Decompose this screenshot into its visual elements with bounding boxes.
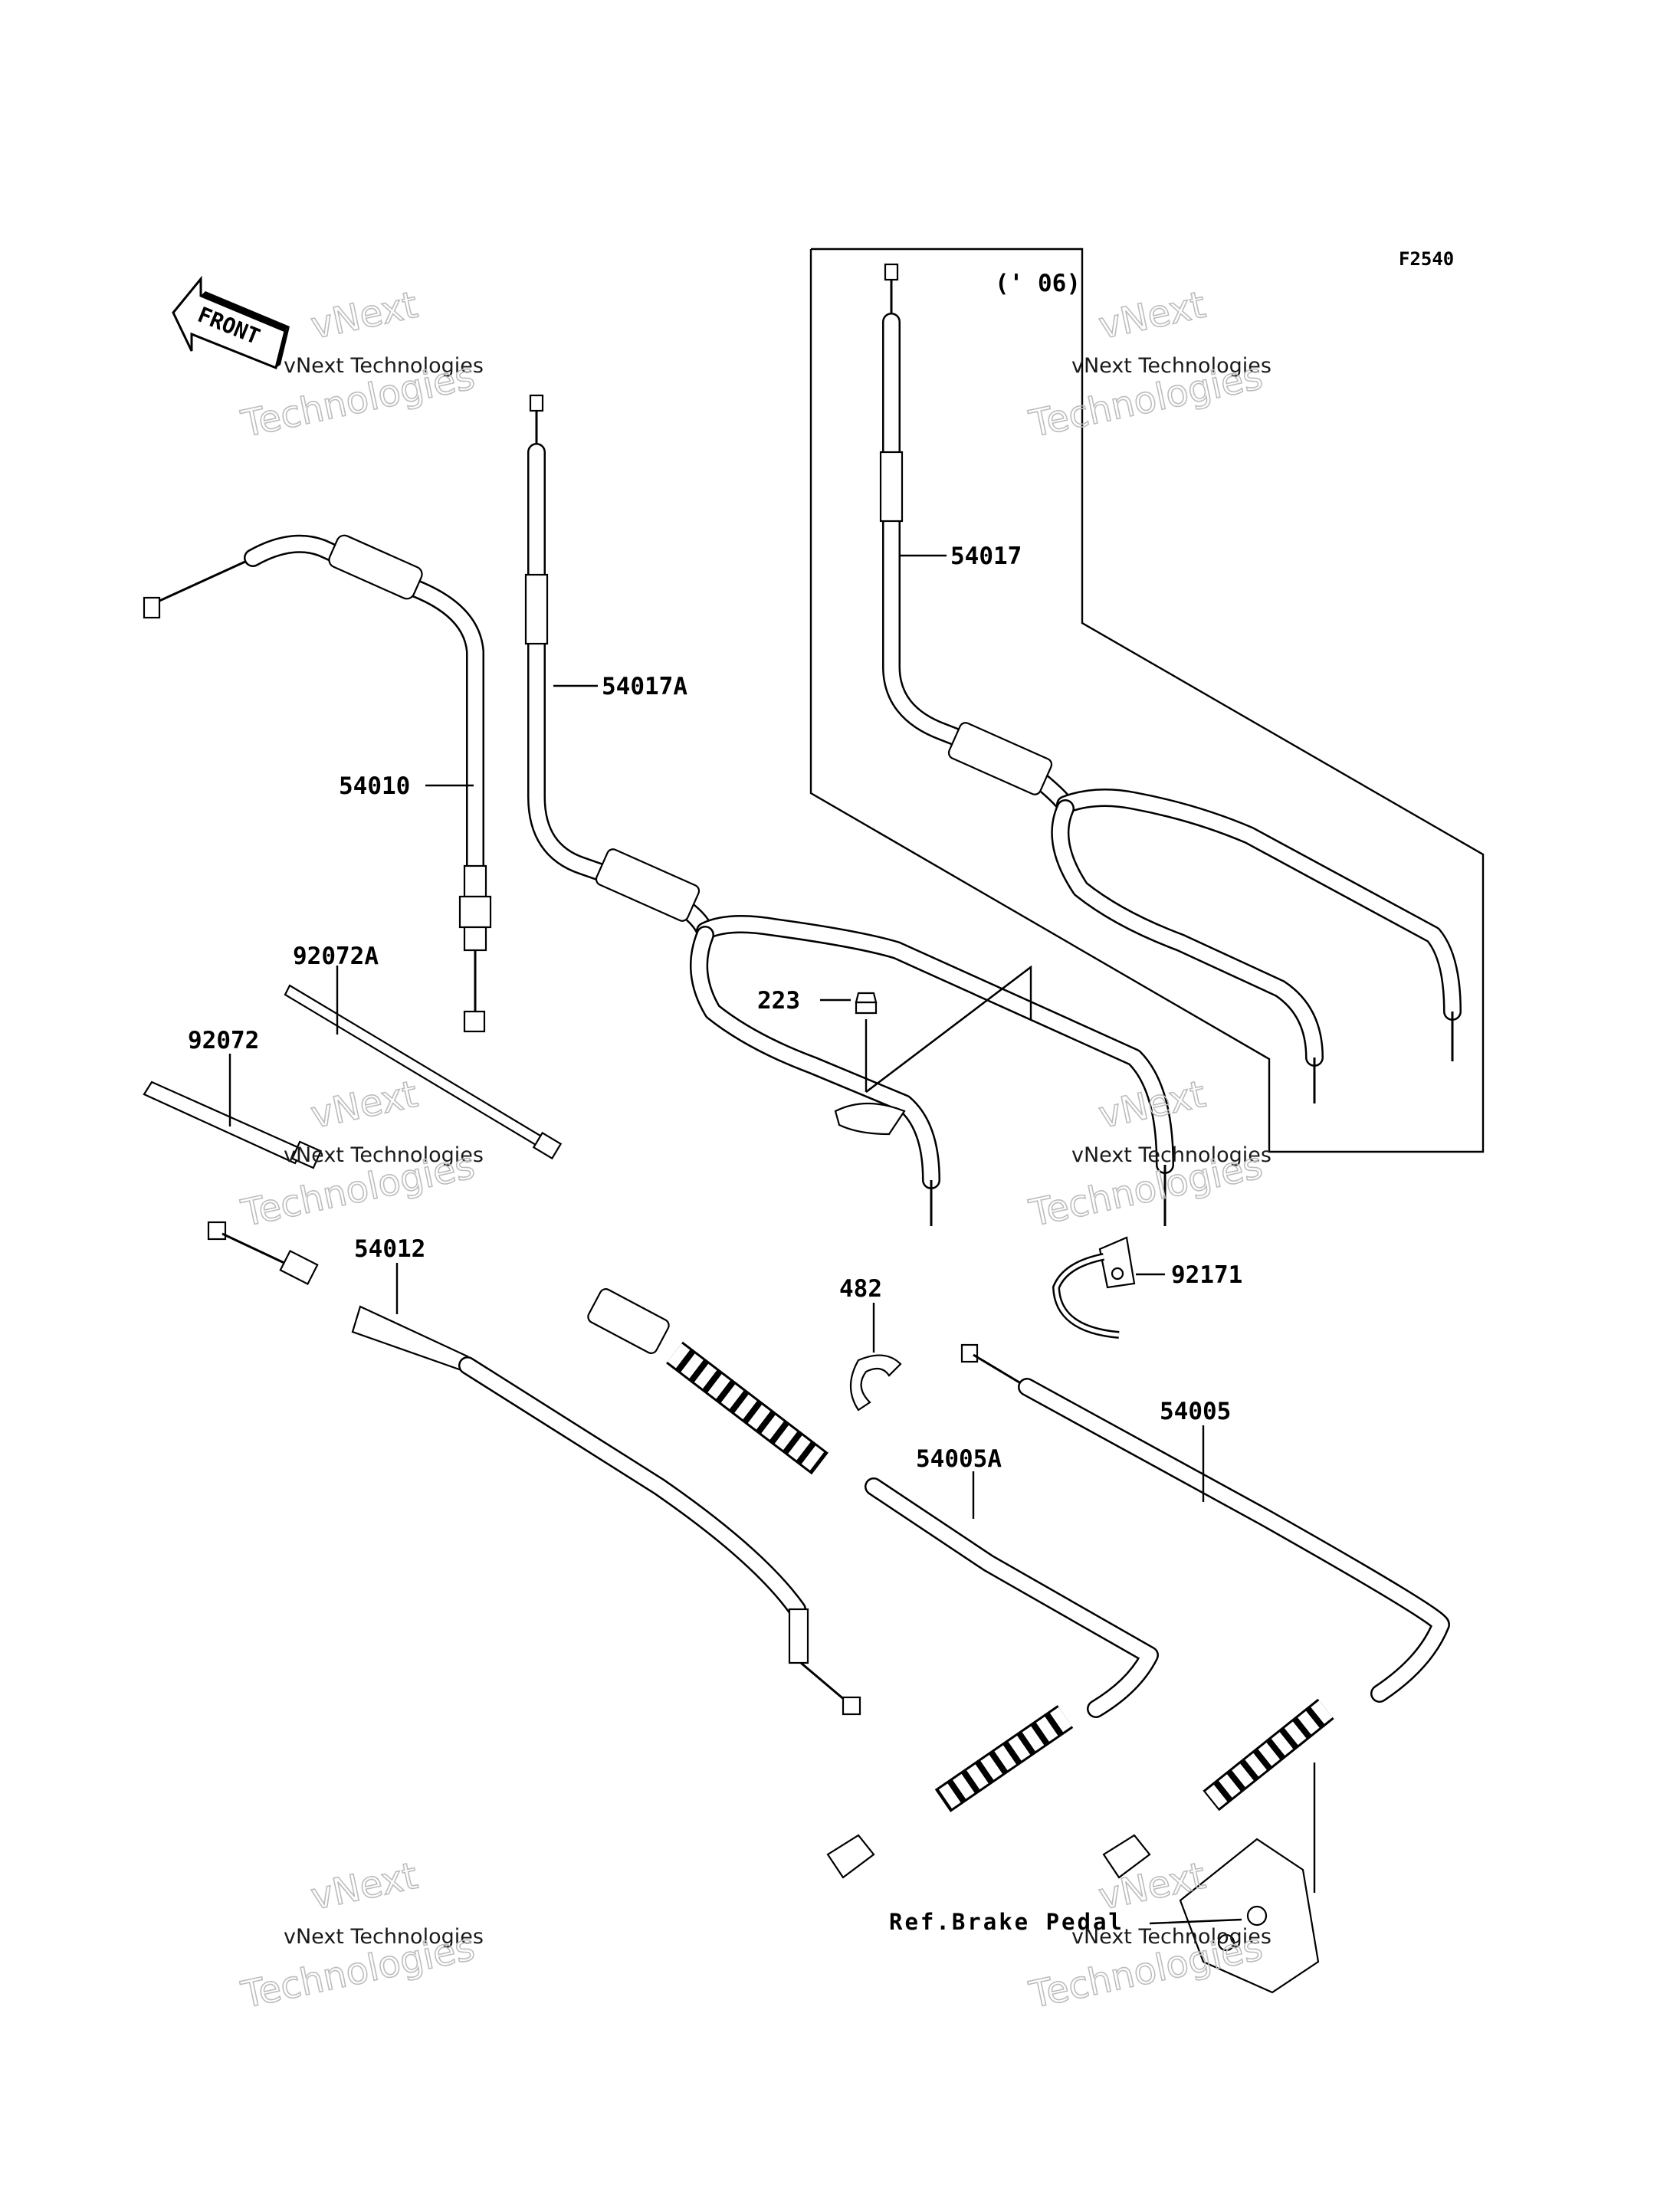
part-label-54005: 54005 — [1160, 1398, 1231, 1425]
part-label-482: 482 — [839, 1275, 882, 1303]
svg-text:vNext: vNext — [1095, 284, 1209, 348]
part-label-223: 223 — [757, 987, 800, 1015]
part-label-92072: 92072 — [188, 1027, 259, 1054]
cable-tie-92072A — [284, 984, 563, 1160]
svg-text:vNext: vNext — [307, 284, 422, 348]
brake-pedal-bracket — [1179, 1838, 1320, 1994]
svg-text:vNext: vNext — [1095, 1073, 1209, 1137]
svg-text:vNext Technologies: vNext Technologies — [1071, 1925, 1271, 1949]
variant-box — [809, 248, 1485, 1153]
ref-brake-pedal-label: Ref.Brake Pedal — [889, 1909, 1124, 1935]
svg-text:vNext Technologies: vNext Technologies — [284, 1925, 484, 1949]
hook-92171 — [1052, 1236, 1136, 1339]
cable-54005 — [960, 1343, 1450, 1893]
part-label-92171: 92171 — [1171, 1261, 1242, 1289]
throttle-cable-54010 — [143, 534, 492, 1033]
watermark: vNext Technologies vNext Technologies — [237, 1854, 484, 2018]
variant-label: (' 06) — [995, 270, 1081, 297]
part-label-54005A: 54005A — [916, 1445, 1002, 1473]
cable-54017A — [524, 394, 1174, 1226]
svg-text:vNext Technologies: vNext Technologies — [1071, 1143, 1271, 1167]
part-label-92072A: 92072A — [293, 943, 379, 970]
clamp-bolt-223 — [855, 992, 878, 1092]
leader-lines — [228, 554, 1242, 1925]
front-arrow-icon: FRONT — [172, 275, 290, 370]
part-label-54012: 54012 — [354, 1235, 425, 1263]
part-label-54017A: 54017A — [602, 673, 687, 700]
figure-code: F2540 — [1399, 248, 1454, 270]
part-label-54010: 54010 — [339, 772, 410, 800]
watermark: vNext Technologies vNext Technologies — [1025, 1072, 1271, 1236]
watermark: vNext Technologies vNext Technologies — [1025, 283, 1271, 447]
cable-tie-92072 — [143, 1080, 323, 1169]
svg-text:vNext: vNext — [307, 1854, 422, 1919]
part-label-54017: 54017 — [950, 543, 1022, 570]
cable-54005A — [587, 1288, 1159, 1879]
svg-text:vNext Technologies: vNext Technologies — [284, 1143, 484, 1167]
cable-54012 — [207, 1221, 861, 1716]
e-clip-482 — [850, 1303, 902, 1412]
svg-text:vNext: vNext — [307, 1073, 422, 1137]
svg-text:vNext Technologies: vNext Technologies — [1071, 354, 1271, 378]
cable-54017 — [879, 263, 1462, 1103]
svg-text:vNext Technologies: vNext Technologies — [284, 354, 484, 378]
